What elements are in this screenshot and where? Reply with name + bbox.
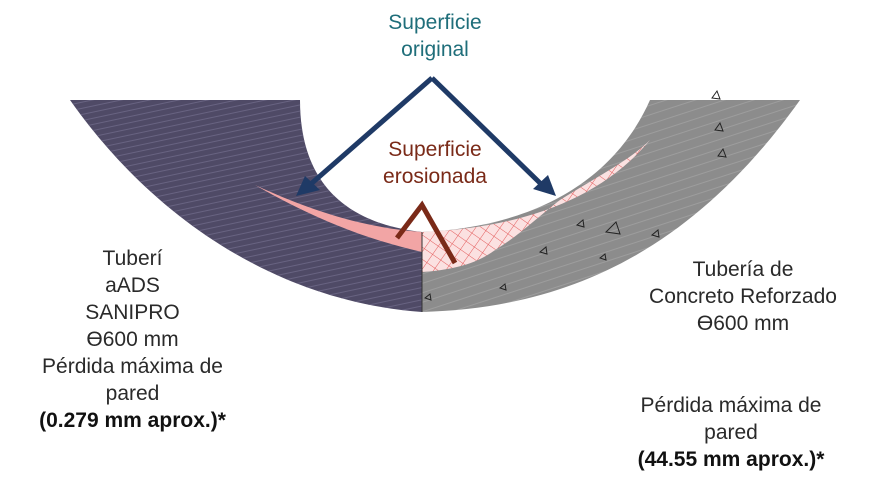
ads-pipe-section (70, 100, 422, 312)
eroded-surface-label: Superficie erosionada (383, 138, 487, 188)
concrete-wall-loss-value: (44.55 mm aprox.)* (637, 448, 825, 471)
eroded-surface-indicator (395, 200, 458, 265)
ads-erosion-strip (255, 185, 422, 252)
ads-wall-loss-value: (0.279 mm aprox.)* (39, 409, 226, 432)
concrete-pipe-description: Tubería de Concreto Reforzado ϴ600 mm (649, 258, 837, 335)
original-surface-label: Superficie original (388, 11, 482, 61)
original-surface-arrows (296, 76, 556, 196)
concrete-wall-loss-description: Pérdida máxima de pared (44.55 mm aprox.… (595, 392, 867, 473)
ads-pipe-description: Tuberí aADS SANIPRO ϴ600 mm Pérdida máxi… (0, 245, 265, 434)
concrete-pipe-section (422, 89, 800, 312)
concrete-erosion-region (422, 140, 650, 272)
